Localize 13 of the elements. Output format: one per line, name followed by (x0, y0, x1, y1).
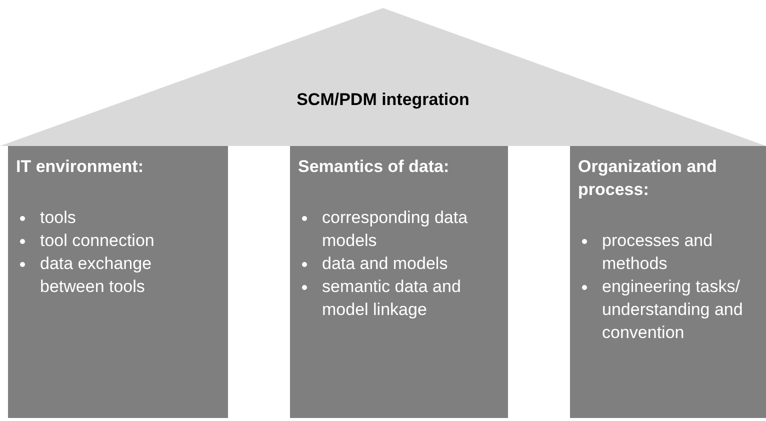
bullet-item: tool connection (40, 230, 154, 250)
pillar-heading: Semantics of data: (298, 156, 450, 178)
bullet-item: data and models (322, 254, 448, 273)
pillar-panel (570, 146, 766, 418)
pillar-heading: IT environment: (16, 156, 145, 178)
bullet-item: tools (40, 208, 76, 227)
bullet-item: data exchange between tools (40, 254, 152, 296)
bullet-item: engineering tasks/ understanding and convention (602, 276, 743, 342)
roof-title: SCM/PDM integration (296, 90, 470, 110)
bullet-item: semantic data and model linkage (322, 276, 461, 319)
pillar-panel (290, 146, 508, 418)
pillar-panel (8, 146, 228, 418)
pillar-heading: Organization and process: (578, 156, 718, 201)
